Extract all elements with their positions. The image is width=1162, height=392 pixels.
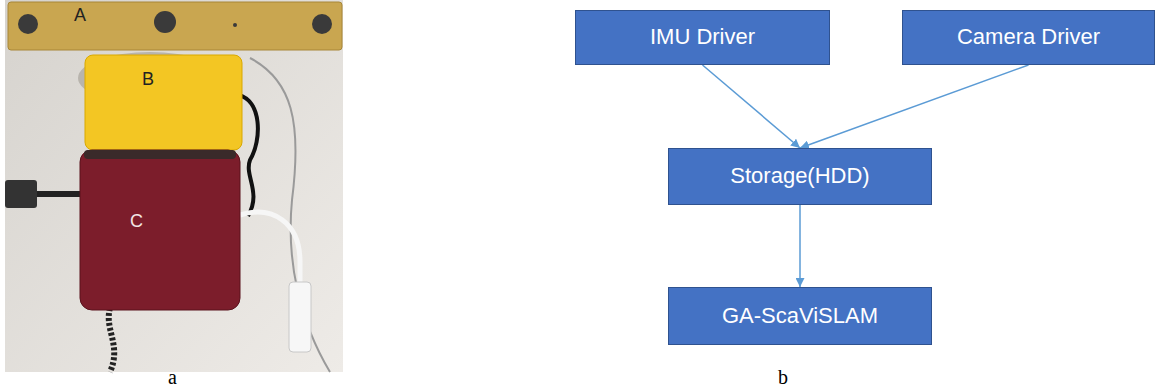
part-label: C	[130, 212, 143, 230]
coiled-cable	[109, 308, 114, 372]
flow-arrow	[703, 65, 801, 148]
camera-lens	[312, 14, 332, 34]
process-box: Camera Driver	[902, 10, 1155, 65]
thin-cable	[250, 58, 330, 372]
camera-bar	[8, 2, 342, 50]
computer-box	[80, 150, 240, 310]
camera-lens	[18, 14, 38, 34]
camera-lens	[154, 11, 176, 33]
box-label: GA-ScaViSLAM	[722, 304, 878, 328]
flow-arrow	[800, 65, 1029, 148]
part-label: b	[778, 367, 788, 387]
part-label: B	[142, 70, 154, 88]
power-cable	[35, 191, 82, 197]
power-plug	[5, 180, 37, 208]
computer-top-edge	[84, 150, 236, 159]
flow-arrow	[799, 205, 801, 287]
part-label: A	[74, 6, 86, 24]
imu-box	[85, 55, 242, 150]
box-label: Camera Driver	[957, 25, 1100, 49]
process-box: IMU Driver	[575, 10, 830, 65]
process-box: Storage(HDD)	[668, 148, 932, 205]
photo-background	[5, 0, 343, 372]
process-box: GA-ScaViSLAM	[668, 287, 932, 345]
part-label: a	[168, 367, 177, 387]
indicator-dot	[233, 23, 237, 27]
usb-adapter	[289, 282, 311, 352]
box-label: IMU Driver	[650, 25, 755, 49]
box-label: Storage(HDD)	[730, 164, 869, 188]
